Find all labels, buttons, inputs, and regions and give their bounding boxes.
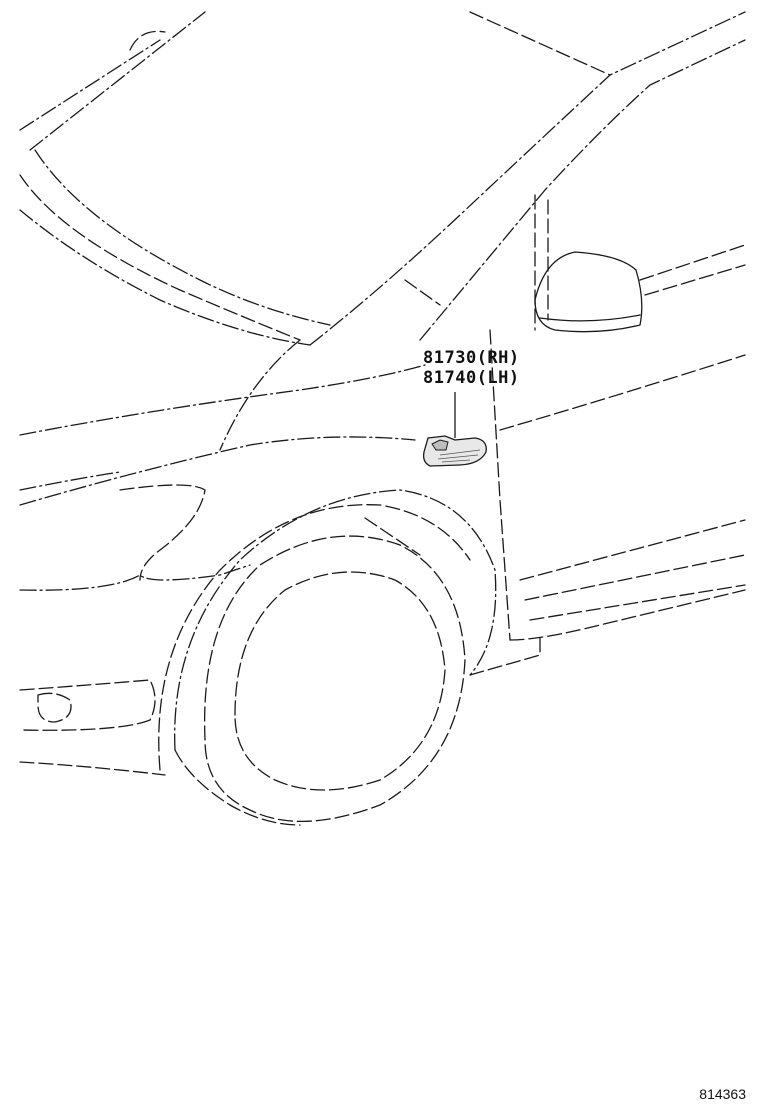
wheel-rim xyxy=(234,571,446,791)
car-body-outline xyxy=(19,11,746,826)
side-label-rh: (RH) xyxy=(476,348,520,368)
callout-lh: 81740(LH) xyxy=(423,368,520,388)
side-marker-lamp xyxy=(422,435,487,467)
side-label-lh: (LH) xyxy=(476,368,520,388)
side-mirror xyxy=(534,251,643,333)
front-tire xyxy=(203,535,466,822)
callout-rh: 81730(RH) xyxy=(423,348,520,368)
figure-id: 814363 xyxy=(699,1086,746,1102)
part-number-81730: 81730 xyxy=(423,348,477,368)
part-number-81740: 81740 xyxy=(423,368,477,388)
